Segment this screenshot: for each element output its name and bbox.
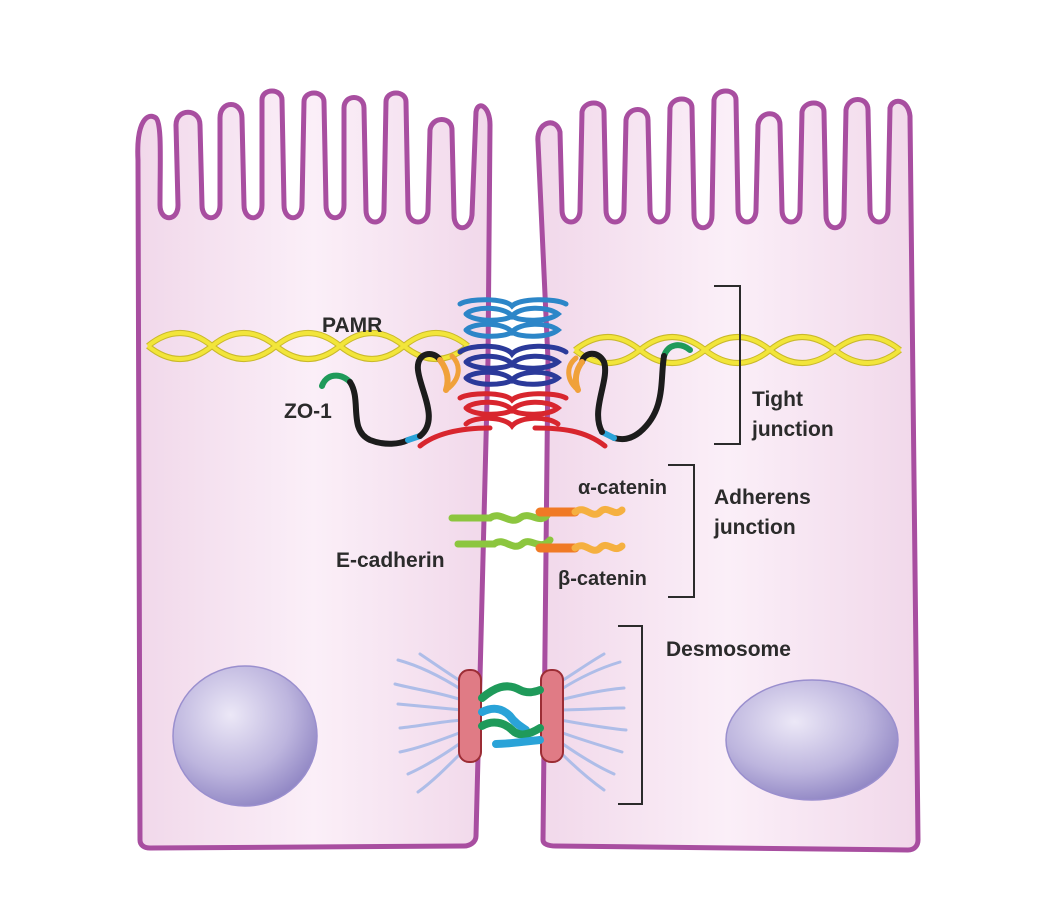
beta-catenin-label: β-catenin <box>558 568 647 590</box>
alpha-catenin-upper <box>571 505 626 518</box>
left-cell <box>135 88 493 851</box>
actin-filaments <box>146 330 902 366</box>
adherens-proteins <box>448 505 626 554</box>
adherens-junction-label-line1: Adherens <box>714 486 811 509</box>
e-cadherin-lower <box>454 536 554 550</box>
tight-junction-proteins <box>417 297 608 449</box>
zo1-left <box>319 351 461 447</box>
left-cell-membrane <box>135 88 493 851</box>
adherens-junction-bracket <box>668 464 695 598</box>
pamr-label: PAMR <box>322 314 382 337</box>
tight-junction-bracket <box>714 285 741 445</box>
desmosome-bracket <box>618 625 643 805</box>
e-cadherin-upper <box>448 510 552 524</box>
right-cell-membrane <box>535 88 921 853</box>
right-cell <box>535 88 921 853</box>
desmosome-plaque-left <box>458 669 482 763</box>
alpha-catenin-lower <box>571 541 626 554</box>
zo1-label: ZO-1 <box>284 400 332 423</box>
tight-junction-label-line2: junction <box>751 418 834 441</box>
alpha-catenin-label: α-catenin <box>578 477 667 499</box>
left-nucleus <box>172 665 318 807</box>
adherens-junction-label-line2: junction <box>713 516 796 539</box>
brackets <box>618 285 741 805</box>
e-cadherin-label: E-cadherin <box>336 549 445 572</box>
desmosome-label: Desmosome <box>666 638 791 661</box>
tight-junction-label-line1: Tight <box>752 388 803 411</box>
desmosome-proteins <box>393 652 628 794</box>
right-nucleus <box>725 679 899 801</box>
zo1-right <box>566 342 693 443</box>
desmosome-plaque-right <box>540 669 564 763</box>
